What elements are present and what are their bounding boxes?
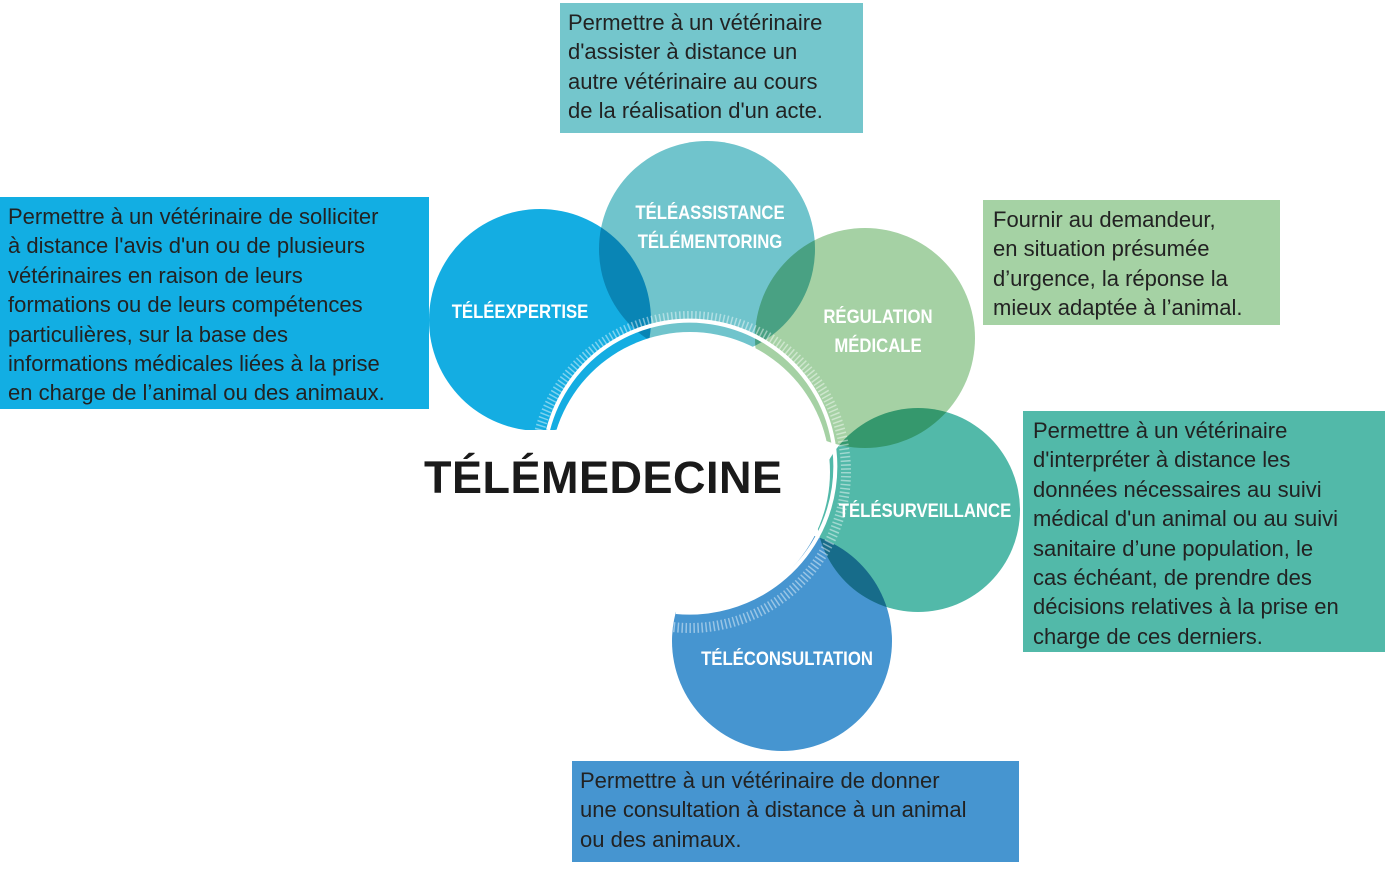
desc-teleconsultation: Permettre à un vétérinaire de donner une… [572,761,1019,862]
desc-teleexpertise: Permettre à un vétérinaire de solliciter… [0,197,429,409]
desc-regulation: Fournir au demandeur, en situation présu… [983,200,1280,325]
label-teleconsultation: TÉLÉCONSULTATION [701,649,873,670]
center-arc [546,318,838,615]
circle-regulation [755,228,975,448]
circle-telesurveillance [816,408,1020,612]
center-hatch-ring [529,311,851,633]
desc-teleassistance: Permettre à un vétérinaire d'assister à … [560,3,863,133]
label-regulation: RÉGULATION MÉDICALE [823,307,933,357]
center-white-disc [550,332,830,612]
main-title: TÉLÉMEDECINE [424,452,783,503]
label-telesurveillance: TÉLÉSURVEILLANCE [838,501,1012,522]
label-teleassistance: TÉLÉASSISTANCE TÉLÉMENTORING [635,203,785,253]
desc-telesurveillance: Permettre à un vétérinaire d'interpréter… [1023,411,1385,652]
label-teleexpertise: TÉLÉEXPERTISE [451,302,589,323]
